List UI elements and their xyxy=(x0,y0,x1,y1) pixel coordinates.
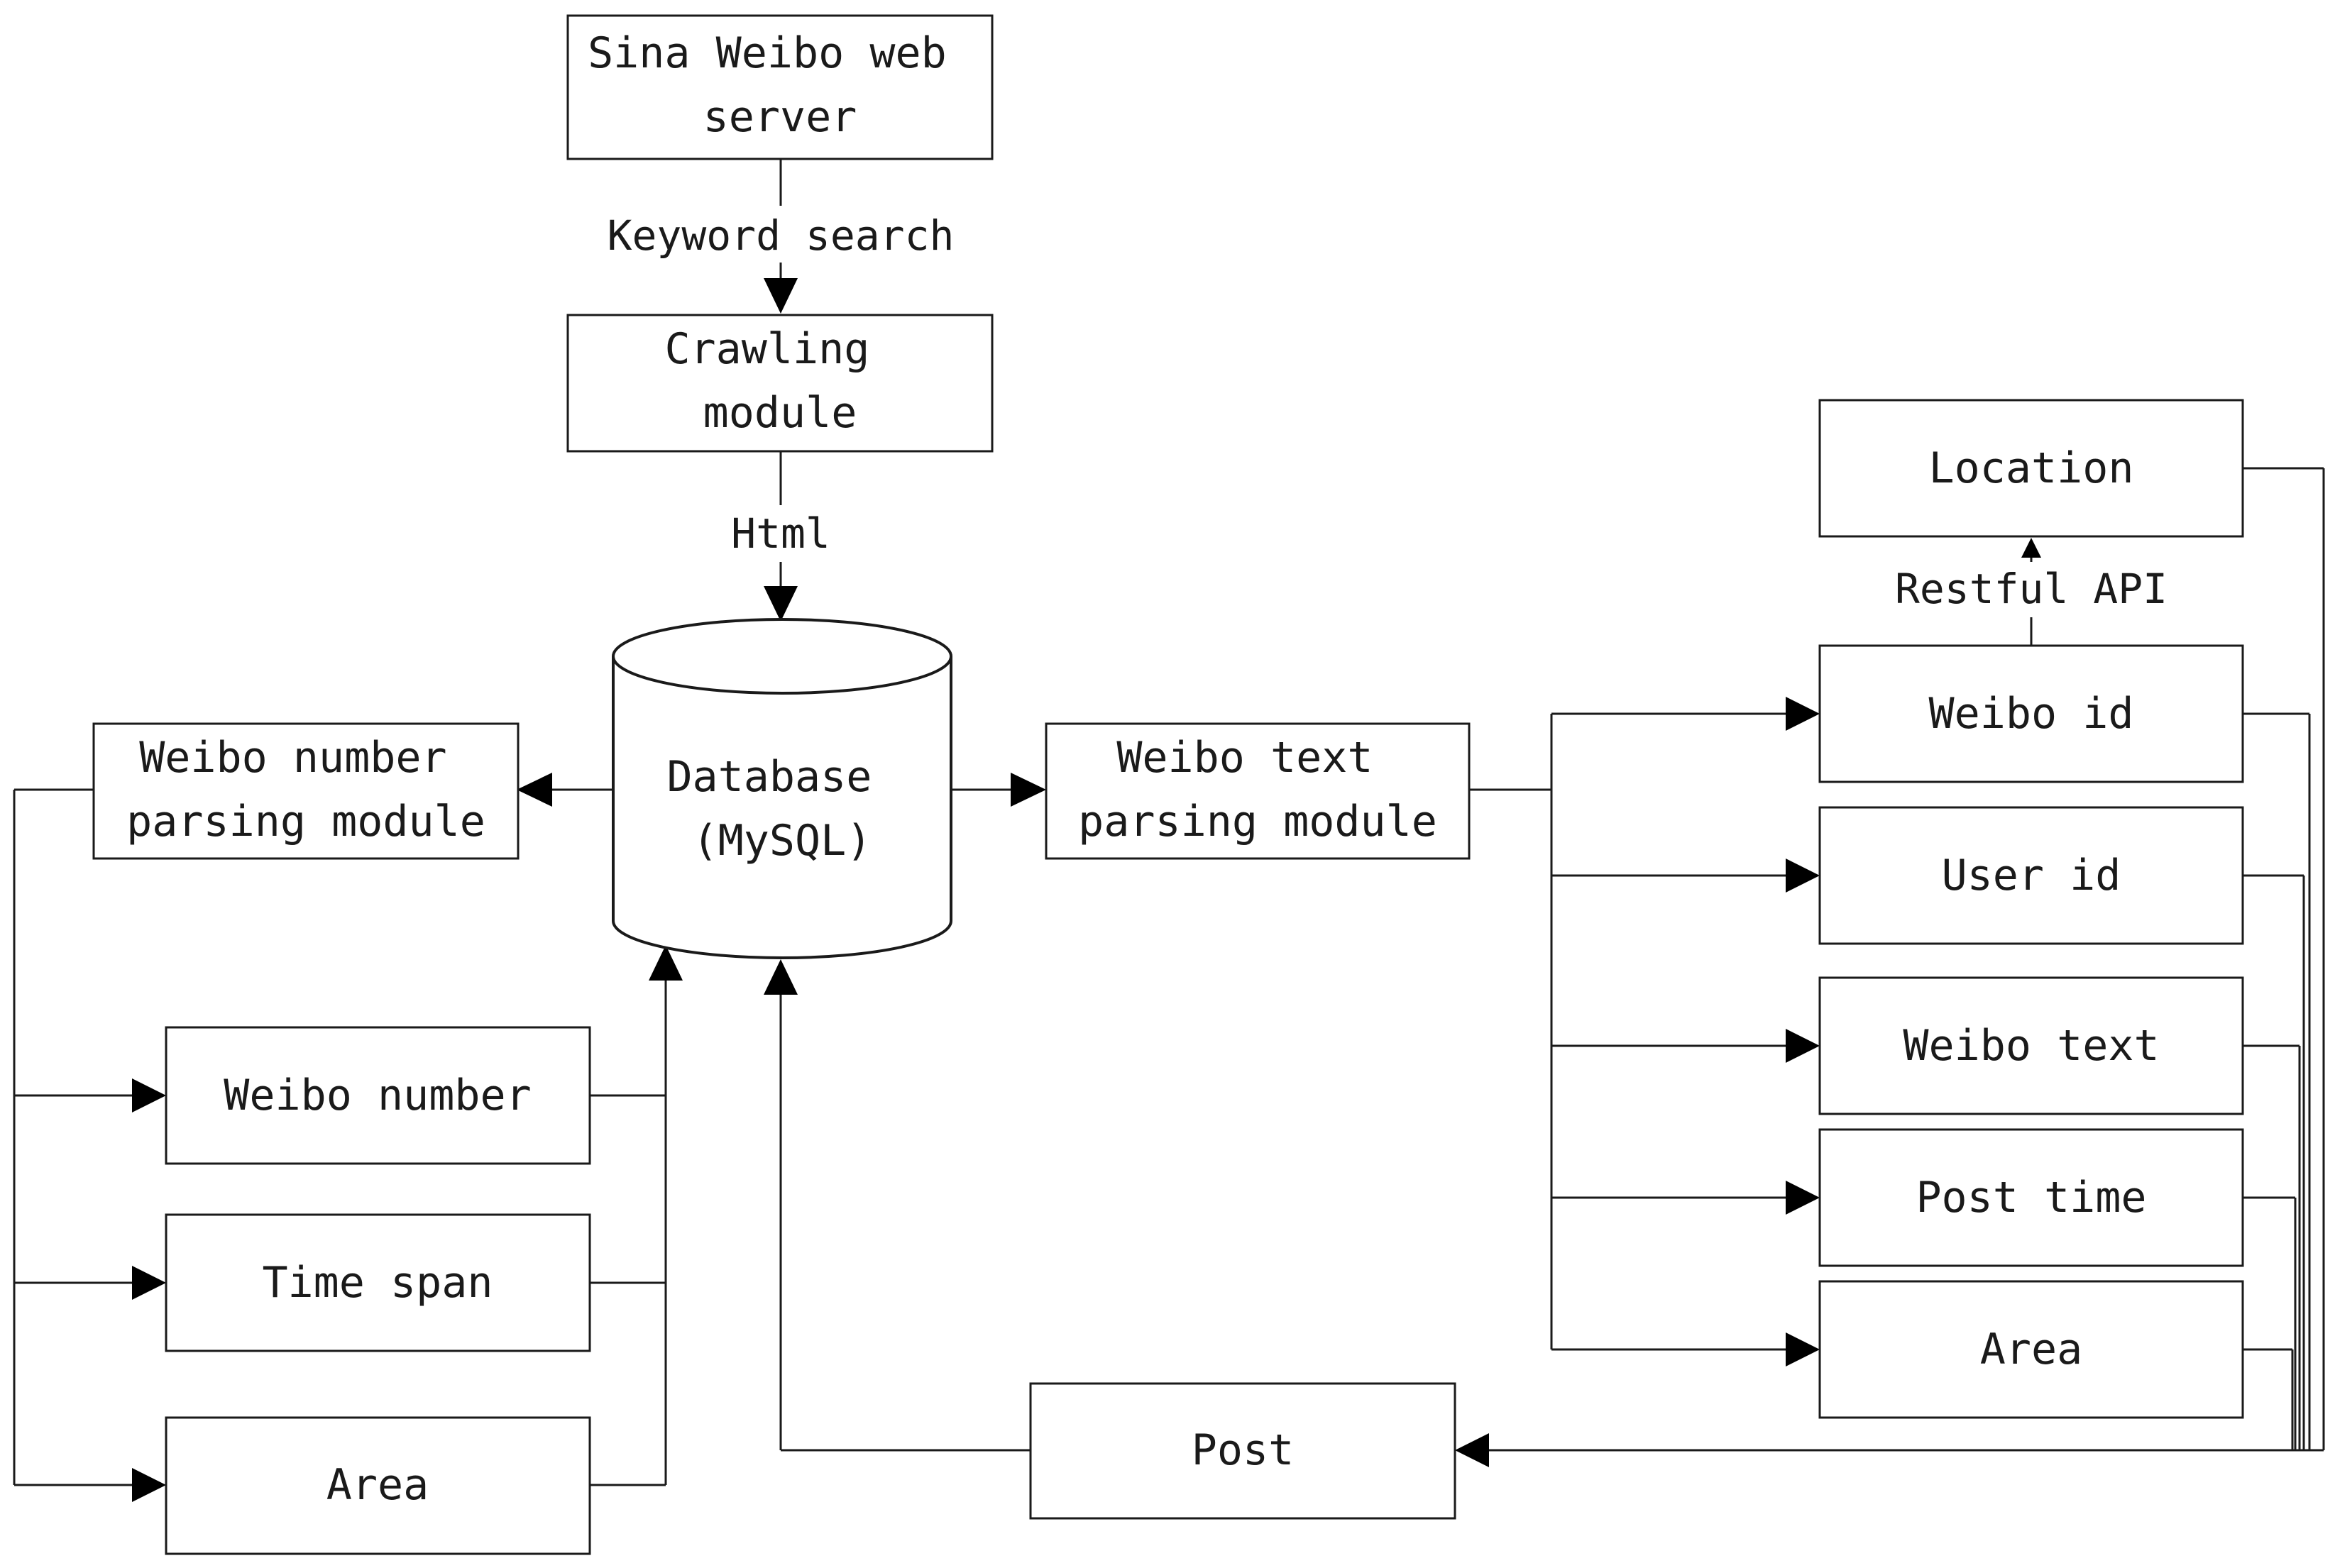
database-line-1: Database xyxy=(666,752,872,802)
sina-server-line-1: Sina Weibo web xyxy=(588,28,947,78)
time-span-box: Time span xyxy=(165,1213,591,1352)
arrow-to-location xyxy=(2021,538,2041,558)
arrow-to-area-right xyxy=(1786,1332,1820,1367)
database-cylinder: Database (MySQL) xyxy=(612,618,952,959)
arrow-to-database xyxy=(764,586,798,622)
number-parsing-line-1: Weibo number xyxy=(139,733,446,783)
keyword-search-label: Keyword search xyxy=(608,211,955,260)
crawling-line-1: Crawling xyxy=(664,324,869,374)
arrow-to-number-parsing xyxy=(517,773,552,807)
weibo-text-label: Weibo text xyxy=(1903,1021,2159,1071)
arrow-to-weibo-number xyxy=(132,1078,166,1112)
sina-server-line-2: server xyxy=(703,92,857,142)
svg-text:Weibo number parsing mod: Weibo number parsing module xyxy=(126,733,485,846)
time-span-label: Time span xyxy=(262,1258,493,1308)
svg-text:Database (MySQL): Database (MySQL) xyxy=(666,752,897,866)
arrowheads xyxy=(132,278,2041,1502)
arrow-to-post-time xyxy=(1786,1181,1820,1215)
arrow-to-weibo-text xyxy=(1786,1029,1820,1063)
arrow-to-user-id xyxy=(1786,858,1820,893)
arrow-left-results-to-database xyxy=(649,945,683,981)
post-label: Post xyxy=(1192,1425,1295,1475)
edge-labels: Keyword search Html Restful API xyxy=(589,206,2193,617)
area-right-label: Area xyxy=(1980,1325,2083,1374)
arrow-to-post xyxy=(1455,1433,1489,1467)
crawling-line-2: module xyxy=(703,388,857,438)
arrow-to-weibo-id xyxy=(1786,697,1820,731)
arrow-to-crawling xyxy=(764,278,798,314)
arrow-post-to-database xyxy=(764,959,798,995)
database-line-2: (MySQL) xyxy=(693,816,872,866)
restful-api-label: Restful API xyxy=(1895,565,2168,613)
post-box: Post xyxy=(1029,1382,1456,1520)
area-left-label: Area xyxy=(326,1460,429,1510)
arrow-to-time-span xyxy=(132,1266,166,1300)
text-parsing-line-1: Weibo text xyxy=(1116,733,1373,783)
user-id-label: User id xyxy=(1942,851,2121,900)
weibo-text-box: Weibo text xyxy=(1818,976,2244,1115)
area-left-box: Area xyxy=(165,1416,591,1555)
weibo-id-label: Weibo id xyxy=(1929,689,2134,739)
crawling-module-box: Crawling module xyxy=(566,314,994,453)
connectors xyxy=(13,159,2325,1486)
post-time-label: Post time xyxy=(1916,1173,2146,1222)
weibo-id-box: Weibo id xyxy=(1818,644,2244,783)
weibo-number-box: Weibo number xyxy=(165,1026,591,1165)
html-label: Html xyxy=(731,509,830,558)
user-id-box: User id xyxy=(1818,806,2244,945)
sina-weibo-server-box: Sina Weibo web server xyxy=(566,14,994,160)
text-parsing-line-2: parsing module xyxy=(1078,797,1437,846)
post-time-box: Post time xyxy=(1818,1128,2244,1267)
arrow-to-text-parsing xyxy=(1011,773,1046,807)
weibo-number-parsing-module-box: Weibo number parsing module xyxy=(92,722,520,860)
location-box: Location xyxy=(1818,399,2244,538)
svg-text:Crawling module: Crawling module xyxy=(664,324,895,438)
svg-text:Sina Weibo web server: Sina Weibo web server xyxy=(588,28,972,142)
location-label: Location xyxy=(1929,443,2134,493)
weibo-number-label: Weibo number xyxy=(224,1071,531,1120)
svg-text:Weibo text parsing modul: Weibo text parsing module xyxy=(1078,733,1437,846)
weibo-text-parsing-module-box: Weibo text parsing module xyxy=(1045,722,1471,860)
arrow-to-area-left xyxy=(132,1468,166,1502)
area-right-box: Area xyxy=(1818,1280,2244,1419)
number-parsing-line-2: parsing module xyxy=(126,797,485,846)
